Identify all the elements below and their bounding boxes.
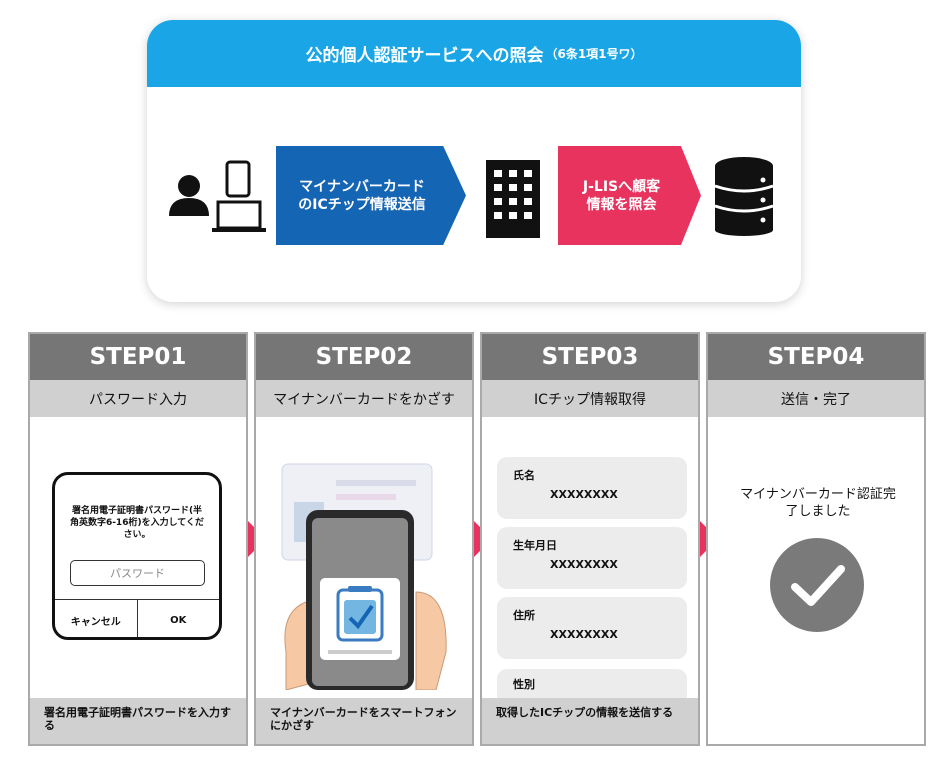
step-01-card: STEP01 パスワード入力 署名用電子証明書パスワード(半角英数字6-16桁)… (28, 332, 248, 746)
password-dialog-message: 署名用電子証明書パスワード(半角英数字6-16桁)を入力してください。 (69, 506, 205, 540)
field-gender: 性別 (497, 669, 687, 699)
field-value: XXXXXXXX (550, 628, 618, 641)
password-dialog-buttons: キャンセル OK (55, 599, 219, 637)
step-01-footer: 署名用電子証明書パスワードを入力する (30, 698, 246, 744)
ok-button[interactable]: OK (170, 615, 187, 626)
field-label: 住所 (513, 609, 535, 622)
user-devices-icon (169, 160, 266, 232)
step-01-subtitle: パスワード入力 (30, 380, 246, 417)
field-birthdate: 生年月日 XXXXXXXX (497, 527, 687, 589)
step-02-footer: マイナンバーカードをスマートフォンにかざす (256, 698, 472, 744)
jlis-inquiry-arrow: J-LISへ顧客情報を照会 (558, 146, 701, 245)
check-circle-icon (770, 538, 864, 632)
jpki-inquiry-card: 公的個人認証サービスへの照会 （6条1項1号ワ） マイナンバーカードのICチップ… (147, 20, 801, 302)
jpki-title: 公的個人認証サービスへの照会 (305, 46, 544, 66)
step-01-title: STEP01 (30, 334, 246, 380)
field-address: 住所 XXXXXXXX (497, 597, 687, 659)
step-03-subtitle: ICチップ情報取得 (482, 380, 698, 417)
building-icon (486, 160, 540, 238)
field-value: XXXXXXXX (550, 488, 618, 501)
step-02-subtitle: マイナンバーカードをかざす (256, 380, 472, 417)
jlis-inquiry-label: J-LISへ顧客情報を照会 (582, 178, 661, 213)
database-icon (714, 157, 774, 236)
field-label: 生年月日 (513, 539, 557, 552)
step-04-title: STEP04 (708, 334, 924, 380)
step-03-title: STEP03 (482, 334, 698, 380)
cancel-button[interactable]: キャンセル (55, 600, 138, 637)
jpki-header: 公的個人認証サービスへの照会 （6条1項1号ワ） (147, 20, 801, 87)
step-03-footer: 取得したICチップの情報を送信する (482, 698, 698, 744)
completion-message: マイナンバーカード認証完了しました (740, 487, 896, 519)
field-value: XXXXXXXX (550, 558, 618, 571)
jpki-title-sub: （6条1項1号ワ） (545, 47, 643, 61)
ic-chip-send-arrow: マイナンバーカードのICチップ情報送信 (276, 146, 466, 245)
field-label: 氏名 (513, 469, 535, 482)
step-04-card: STEP04 送信・完了 マイナンバーカード認証完了しました (706, 332, 926, 746)
field-name: 氏名 XXXXXXXX (497, 457, 687, 519)
step-02-title: STEP02 (256, 334, 472, 380)
step-03-card: STEP03 ICチップ情報取得 氏名 XXXXXXXX 生年月日 XXXXXX… (480, 332, 700, 746)
phone-card-illustration-icon (281, 463, 447, 690)
ic-chip-send-label: マイナンバーカードのICチップ情報送信 (298, 178, 426, 213)
password-input[interactable]: パスワード (70, 560, 205, 586)
field-label: 性別 (513, 678, 535, 691)
step-02-card: STEP02 マイナンバーカードをかざす マイナンバーカードをスマートフォンにか… (254, 332, 474, 746)
password-dialog: 署名用電子証明書パスワード(半角英数字6-16桁)を入力してください。 パスワー… (52, 472, 222, 640)
step-04-subtitle: 送信・完了 (708, 380, 924, 417)
